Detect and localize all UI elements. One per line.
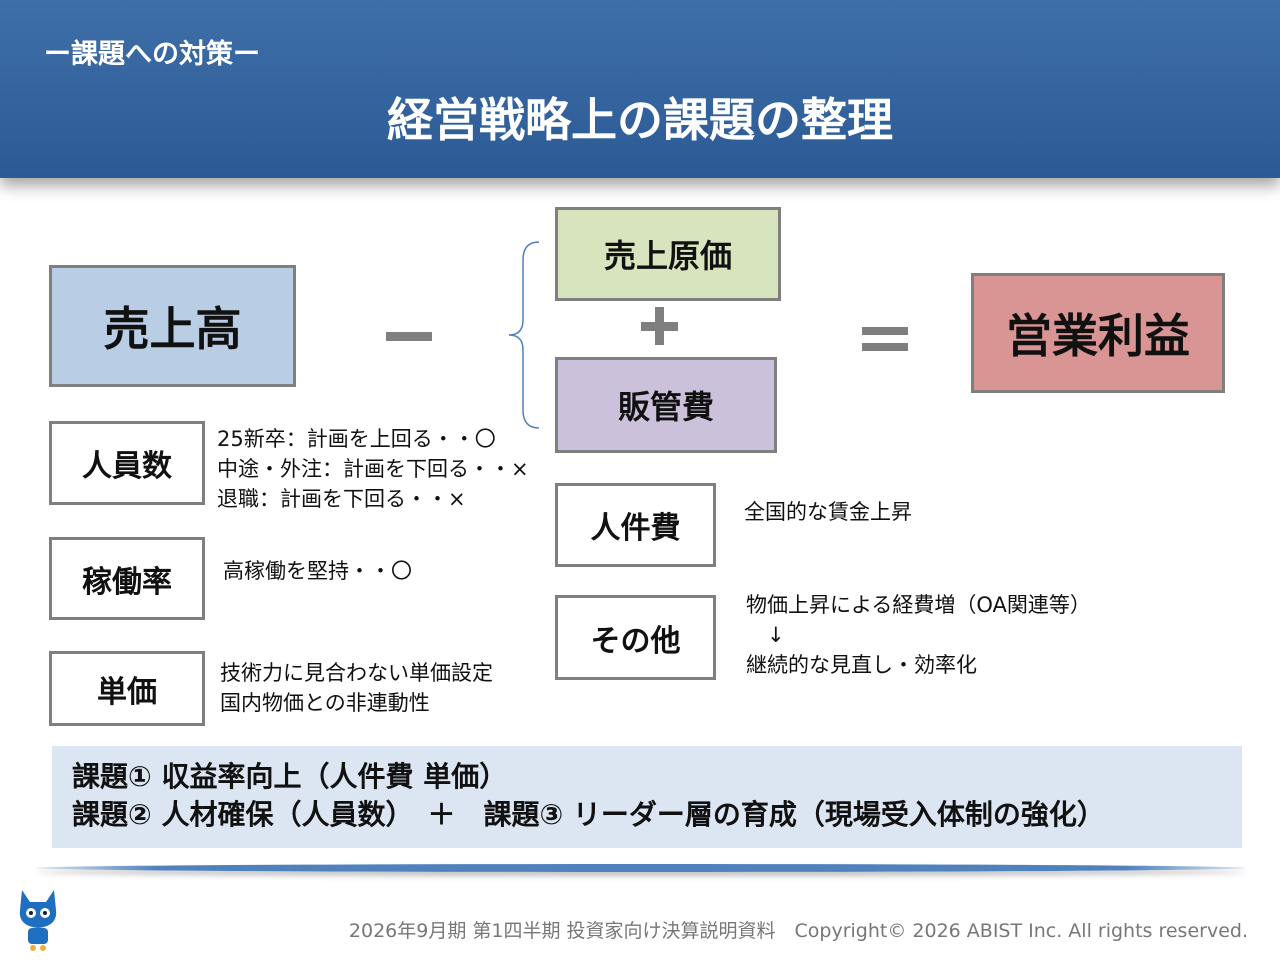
issues-summary: 課題① 収益率向上（人件費 単価） 課題② 人材確保（人員数） ＋ 課題③ リー… — [52, 746, 1242, 848]
factor-unit-price: 単価 — [49, 651, 205, 726]
factor-unit-price-note: 技術力に見合わない単価設定 国内物価との非連動性 — [220, 661, 493, 715]
cogs-box: 売上原価 — [555, 207, 781, 301]
factor-utilization: 稼働率 — [49, 537, 205, 620]
factor-labor-cost: 人件費 — [555, 483, 716, 567]
factor-utilization-note: 高稼働を堅持・・〇 — [223, 559, 412, 583]
minus-icon — [386, 332, 432, 341]
brace-icon — [508, 241, 540, 429]
slide-header: ー課題への対策ー 経営戦略上の課題の整理 — [0, 0, 1280, 178]
slide-subtitle: ー課題への対策ー — [44, 39, 260, 70]
factor-labor-cost-note: 全国的な賃金上昇 — [744, 500, 912, 524]
footer-copyright: 2026年9月期 第1四半期 投資家向け決算説明資料 Copyright© 20… — [348, 920, 1248, 942]
sga-box: 販管費 — [555, 357, 777, 453]
mascot-logo-icon — [19, 890, 57, 951]
sales-box: 売上高 — [49, 265, 296, 387]
slide-title: 経営戦略上の課題の整理 — [387, 93, 893, 147]
factor-headcount-note: 25新卒：計画を上回る・・〇 中途・外注：計画を下回る・・× 退職：計画を下回る… — [217, 427, 529, 511]
equals-icon-top — [862, 327, 908, 335]
issue-line-2: 課題② 人材確保（人員数） ＋ 課題③ リーダー層の育成（現場受入体制の強化） — [72, 798, 1105, 831]
factor-headcount: 人員数 — [49, 421, 205, 505]
factor-other-note: 物価上昇による経費増（OA関連等） ↓ 継続的な見直し・効率化 — [746, 593, 1091, 677]
equals-icon-bottom — [862, 343, 908, 351]
footer-divider — [36, 864, 1246, 872]
operating-profit-box: 営業利益 — [971, 273, 1225, 393]
factor-other: その他 — [555, 595, 716, 680]
issue-line-1: 課題① 収益率向上（人件費 単価） — [72, 760, 508, 793]
plus-icon-vertical — [655, 307, 664, 345]
